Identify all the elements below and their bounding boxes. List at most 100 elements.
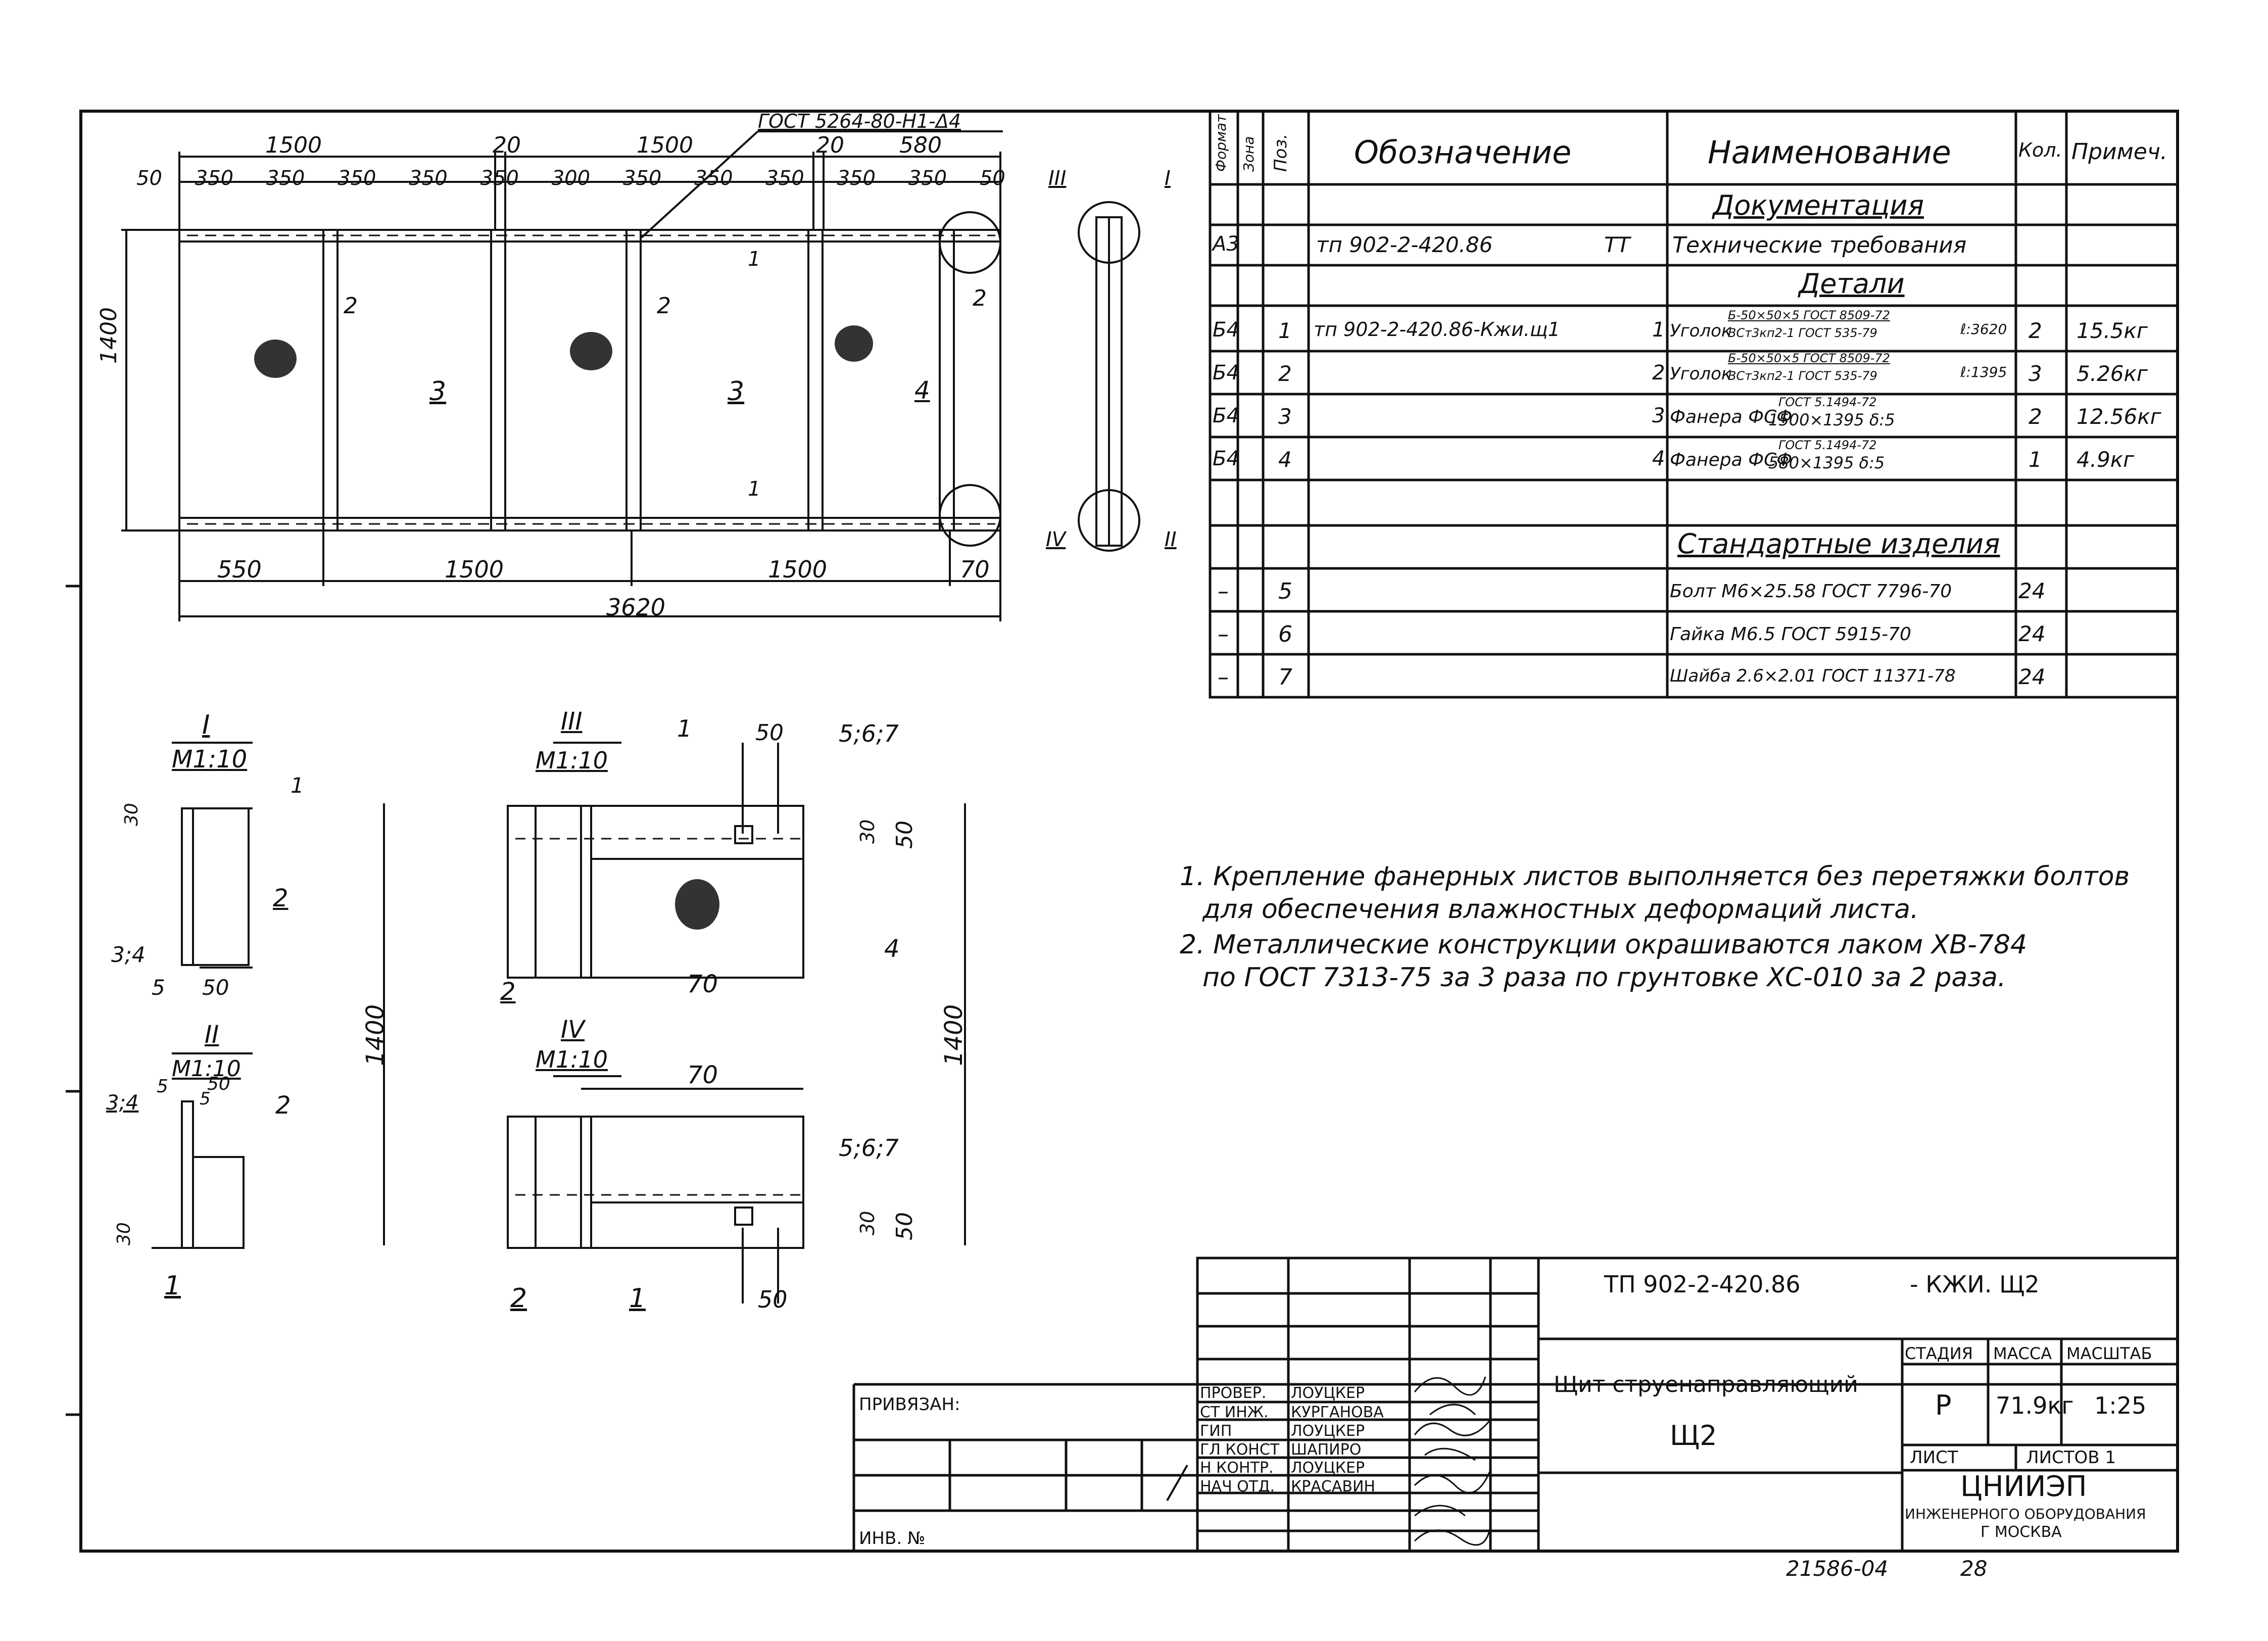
- callout-2b: 2: [657, 293, 671, 319]
- detail-II-label-34: 3;4: [106, 1091, 139, 1115]
- sub-dim: 350: [765, 167, 804, 190]
- detail-I-label-1: 1: [291, 773, 304, 798]
- sheet-header: ЛИСТ: [1910, 1447, 1958, 1468]
- detail-IV-scale: М1:10: [536, 1046, 608, 1073]
- row-pos: 7: [1278, 664, 1292, 690]
- detail-II-label-1: 1: [164, 1271, 181, 1301]
- section-mark-I: I: [1165, 167, 1171, 190]
- sub-dim: 350: [337, 167, 376, 190]
- role-person: КУРГАНОВА: [1291, 1404, 1384, 1421]
- role-person: КРАСАВИН: [1291, 1478, 1375, 1495]
- callout-2c: 2: [973, 285, 987, 311]
- row-designation-suffix: 4: [1652, 447, 1665, 470]
- row-format: Б4: [1213, 404, 1239, 427]
- row-designation: тп 902-2-420.86: [1316, 232, 1493, 257]
- archive-number: 21586-04: [1786, 1556, 1889, 1581]
- main-top-dim-2: 20: [493, 132, 521, 158]
- role-label: СТ ИНЖ.: [1200, 1404, 1269, 1421]
- sub-dim: 50: [979, 167, 1005, 190]
- bottom-dim-4: 70: [960, 556, 990, 583]
- sub-dim: 350: [266, 167, 305, 190]
- row-name-top: Б-50×50×5 ГОСТ 8509-72: [1728, 308, 1890, 322]
- row-pos: 5: [1278, 578, 1292, 604]
- col-header-note: Примеч.: [2071, 139, 2167, 165]
- bottom-dim-1: 550: [217, 556, 262, 583]
- row-name: Болт М6×25.58 ГОСТ 7796-70: [1670, 581, 1952, 602]
- row-name-length: ℓ:3620: [1960, 321, 2007, 337]
- drawing-code: ТП 902-2-420.86: [1604, 1271, 1801, 1298]
- note-line-3: 2. Металлические конструкции окрашиваютс…: [1180, 930, 2028, 960]
- detail-III-label-50: 50: [755, 720, 784, 746]
- row-qty: 2: [2029, 404, 2042, 429]
- row-pos: 6: [1278, 621, 1292, 647]
- detail-I-label-34: 3;4: [111, 942, 146, 967]
- col-header-name: Наименование: [1708, 134, 1951, 171]
- role-label: ГИП: [1200, 1422, 1232, 1440]
- section-mark-III: III: [1048, 167, 1067, 190]
- sub-dim: 350: [694, 167, 733, 190]
- col-header-qty: Кол.: [2018, 139, 2062, 161]
- detail-IV-label-70: 70: [687, 1061, 718, 1089]
- detail-II-label-5a: 5: [157, 1076, 168, 1097]
- row-name: Фанера ФСФ: [1670, 450, 1793, 470]
- inventory-label: ИНВ. №: [859, 1528, 926, 1549]
- row-name: Гайка М6.5 ГОСТ 5915-70: [1670, 624, 1911, 645]
- row-name: Шайба 2.6×2.01 ГОСТ 11371-78: [1670, 666, 1956, 686]
- sub-dim: 350: [480, 167, 519, 190]
- row-name-top: ГОСТ 5.1494-72: [1778, 438, 1877, 452]
- note-line-1: 1. Крепление фанерных листов выполняется…: [1180, 861, 2130, 892]
- note-line-2: для обеспечения влажностных деформаций л…: [1202, 894, 1919, 925]
- detail-IV-label-50b: 50: [758, 1286, 788, 1313]
- main-top-dim-4: 20: [816, 132, 844, 158]
- row-format: Б4: [1213, 318, 1239, 342]
- detail-I-label-5: 5: [152, 975, 165, 1000]
- detail-III-label-2: 2: [500, 978, 516, 1006]
- bottom-dim-2: 1500: [445, 556, 504, 583]
- row-qty: 1: [2029, 447, 2042, 472]
- sub-dim: 350: [409, 167, 448, 190]
- mass-header: МАССА: [1993, 1344, 2052, 1363]
- scale-header: МАСШТАБ: [2066, 1344, 2152, 1363]
- stage-value: Р: [1935, 1389, 1952, 1421]
- stage-header: СТАДИЯ: [1905, 1344, 1973, 1363]
- sub-dim: 350: [908, 167, 947, 190]
- row-name: Уголок: [1670, 364, 1732, 384]
- col-header-designation: Обозначение: [1354, 134, 1572, 171]
- main-top-dim-1: 1500: [265, 132, 322, 158]
- main-sub-dims: 50 350 350 350 350 350 300 350 350 350 3…: [136, 167, 1005, 190]
- section-documentation: Документация: [1713, 189, 1924, 221]
- row-name-top: ГОСТ 5.1494-72: [1778, 395, 1877, 409]
- page-number: 28: [1960, 1556, 1988, 1581]
- sub-dim: 350: [195, 167, 234, 190]
- callout-3b: 3: [728, 376, 745, 407]
- total-length-dim: 3620: [606, 594, 666, 621]
- detail-II-label-5b: 5: [200, 1089, 211, 1109]
- row-name-bottom: ВСт3кп2-1 ГОСТ 535-79: [1728, 369, 1877, 383]
- org-subtitle: ИНЖЕНЕРНОГО ОБОРУДОВАНИЯ: [1905, 1506, 2146, 1522]
- row-qty: 24: [2018, 664, 2046, 689]
- row-qty: 24: [2018, 578, 2046, 603]
- row-name-bottom: ВСт3кп2-1 ГОСТ 535-79: [1728, 326, 1877, 340]
- row-format: Б4: [1213, 361, 1239, 384]
- row-qty: 2: [2029, 318, 2042, 343]
- detail-II-scale: М1:10: [172, 1056, 241, 1082]
- role-label: ПРОВЕР.: [1200, 1384, 1267, 1402]
- role-label: Н КОНТР.: [1200, 1459, 1274, 1477]
- detail-III-scale: М1:10: [536, 747, 608, 774]
- row-name-length: ℓ:1395: [1960, 364, 2007, 380]
- callout-1-top: 1: [748, 248, 761, 271]
- row-designation-suffix: 3: [1652, 404, 1665, 427]
- detail-III-label-70: 70: [687, 970, 718, 998]
- callout-1-bottom: 1: [748, 477, 761, 501]
- row-designation-suffix: 2: [1652, 361, 1665, 384]
- callout-3a: 3: [429, 376, 447, 407]
- row-designation: тп 902-2-420.86-Кжи.щ1: [1314, 318, 1560, 341]
- detail-I-label-50: 50: [202, 975, 229, 1000]
- row-pos: 2: [1278, 361, 1292, 386]
- detail-II-label-50: 50: [207, 1074, 230, 1094]
- detail-IV-title: IV: [561, 1016, 585, 1044]
